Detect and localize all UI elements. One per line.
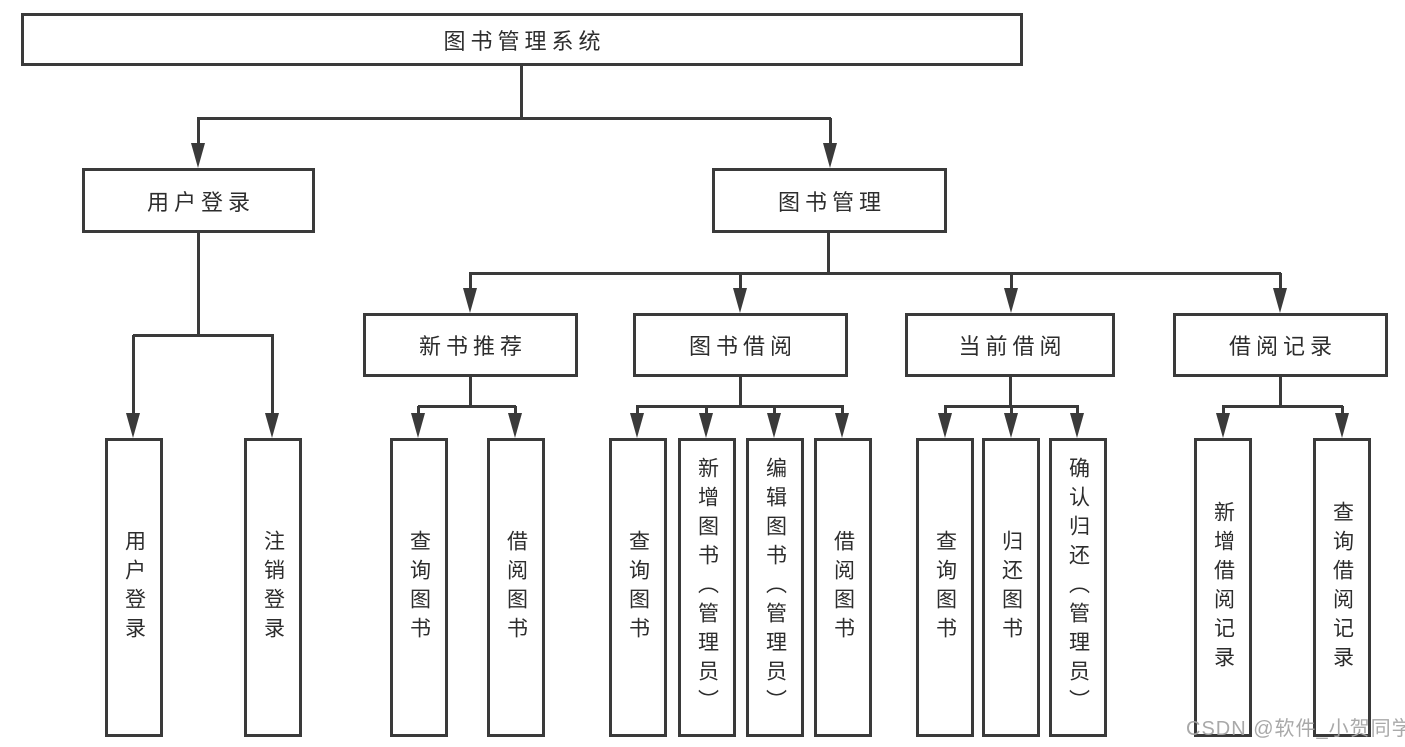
leaf-add-borrow-record: 新增借阅记录 — [1194, 438, 1252, 737]
branch-line-vertical — [739, 377, 742, 407]
arrow-down-icon — [1335, 413, 1349, 438]
leaf-borrow-books: 借阅图书 — [814, 438, 872, 737]
branch-line-vertical — [1009, 377, 1012, 407]
arrow-down-icon — [1273, 288, 1287, 313]
arrow-shaft — [514, 406, 517, 416]
arrow-down-icon — [767, 413, 781, 438]
node-book-management-module: 图书管理 — [712, 168, 947, 233]
arrow-down-icon — [411, 413, 425, 438]
arrow-down-icon — [733, 288, 747, 313]
branch-line-vertical — [827, 233, 830, 274]
arrow-down-icon — [630, 413, 644, 438]
arrow-shaft — [1010, 406, 1013, 416]
arrow-down-icon — [1216, 413, 1230, 438]
arrow-shaft — [1279, 273, 1282, 291]
branch-line-horizontal — [418, 405, 516, 408]
arrow-shaft — [197, 118, 200, 148]
branch-line-vertical — [469, 377, 472, 407]
leaf-borrow-books-recommend: 借阅图书 — [487, 438, 545, 737]
arrow-shaft — [944, 406, 947, 416]
arrow-down-icon — [699, 413, 713, 438]
node-borrowing-records: 借阅记录 — [1173, 313, 1388, 377]
arrow-shaft — [841, 406, 844, 416]
node-library-management-system: 图书管理系统 — [21, 13, 1023, 66]
branch-line-vertical — [197, 233, 200, 336]
csdn-watermark: CSDN @软件_小贺同学 — [1186, 718, 1405, 740]
leaf-logout: 注销登录 — [244, 438, 302, 737]
leaf-query-books-borrow: 查询图书 — [609, 438, 667, 737]
node-new-book-recommendation: 新书推荐 — [363, 313, 578, 377]
node-user-login-module: 用户登录 — [82, 168, 315, 233]
arrow-shaft — [705, 406, 708, 416]
leaf-edit-books-admin: 编辑图书（管理员） — [746, 438, 804, 737]
arrow-down-icon — [835, 413, 849, 438]
arrow-down-icon — [823, 143, 837, 168]
arrow-shaft — [132, 335, 135, 415]
arrow-down-icon — [1004, 288, 1018, 313]
arrow-shaft — [1076, 406, 1079, 416]
arrow-down-icon — [938, 413, 952, 438]
leaf-return-books: 归还图书 — [982, 438, 1040, 737]
arrow-down-icon — [126, 413, 140, 438]
arrow-shaft — [271, 335, 274, 415]
branch-line-horizontal — [133, 334, 274, 337]
arrow-shaft — [739, 273, 742, 291]
arrow-shaft — [1010, 273, 1013, 291]
arrow-shaft — [1222, 406, 1225, 416]
branch-line-horizontal — [469, 272, 1281, 275]
leaf-query-books-current: 查询图书 — [916, 438, 974, 737]
leaf-user-login: 用户登录 — [105, 438, 163, 737]
branch-line-horizontal — [636, 405, 844, 408]
arrow-down-icon — [508, 413, 522, 438]
leaf-confirm-return-admin: 确认归还（管理员） — [1049, 438, 1107, 737]
arrow-shaft — [829, 118, 832, 148]
leaf-query-books-recommend: 查询图书 — [390, 438, 448, 737]
arrow-shaft — [417, 406, 420, 416]
node-current-borrowing: 当前借阅 — [905, 313, 1115, 377]
arrow-down-icon — [191, 143, 205, 168]
arrow-shaft — [1341, 406, 1344, 416]
arrow-down-icon — [1004, 413, 1018, 438]
leaf-add-books-admin: 新增图书（管理员） — [678, 438, 736, 737]
node-book-borrowing: 图书借阅 — [633, 313, 848, 377]
branch-line-vertical — [1279, 377, 1282, 407]
arrow-shaft — [636, 406, 639, 416]
branch-line-horizontal — [1222, 405, 1343, 408]
arrow-shaft — [773, 406, 776, 416]
branch-line-horizontal — [197, 117, 831, 120]
arrow-down-icon — [1070, 413, 1084, 438]
branch-line-vertical — [520, 66, 523, 119]
arrow-shaft — [469, 273, 472, 291]
leaf-query-borrow-record: 查询借阅记录 — [1313, 438, 1371, 737]
arrow-down-icon — [265, 413, 279, 438]
arrow-down-icon — [463, 288, 477, 313]
